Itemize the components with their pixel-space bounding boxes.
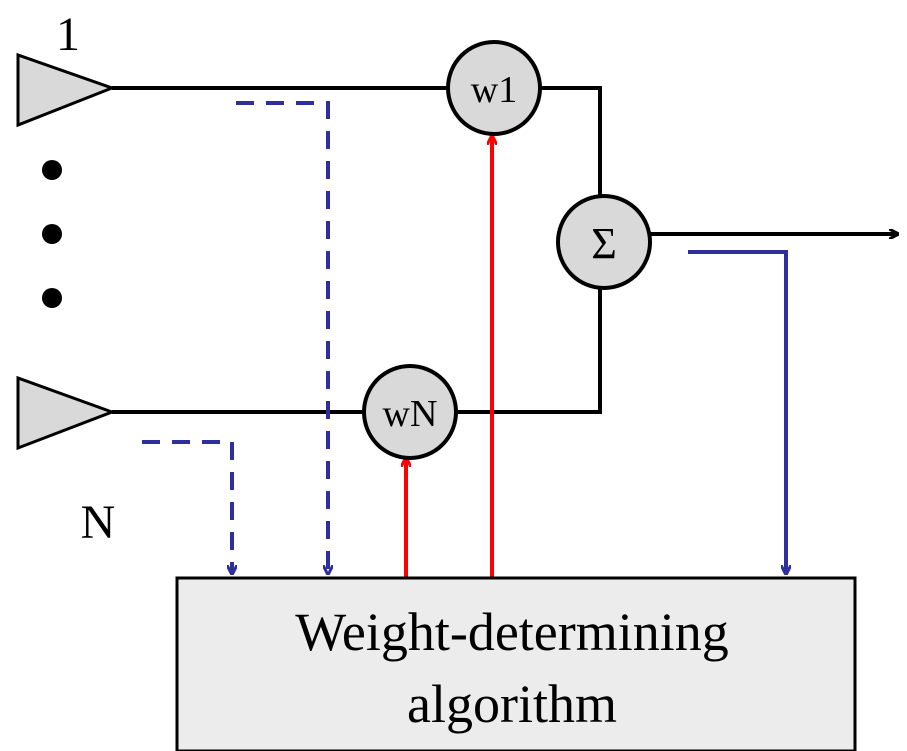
algorithm-label-line2: algorithm	[407, 674, 617, 734]
feedback-dashed-lines	[142, 101, 328, 574]
weight-label-w1: w1	[471, 69, 517, 111]
algorithm-label-line1: Weight-determining	[295, 602, 729, 662]
algorithm-box: Weight-determining algorithm	[175, 576, 857, 751]
weight-node-w1: w1	[446, 40, 542, 136]
signal-paths	[112, 86, 602, 414]
weight-node-wn: wN	[362, 364, 458, 460]
sum-symbol: Σ	[591, 219, 617, 268]
antenna-1-label: 1	[56, 8, 80, 61]
weight-control-lines	[406, 136, 492, 578]
weight-label-wn: wN	[383, 393, 438, 435]
antenna-n-icon	[16, 375, 117, 451]
error-feedback-line	[688, 250, 786, 574]
sigma-node-icon: Σ	[556, 194, 652, 290]
antenna-n-label: N	[81, 496, 116, 549]
vertical-dots-icon	[42, 160, 62, 308]
antenna-1-icon	[16, 52, 117, 128]
